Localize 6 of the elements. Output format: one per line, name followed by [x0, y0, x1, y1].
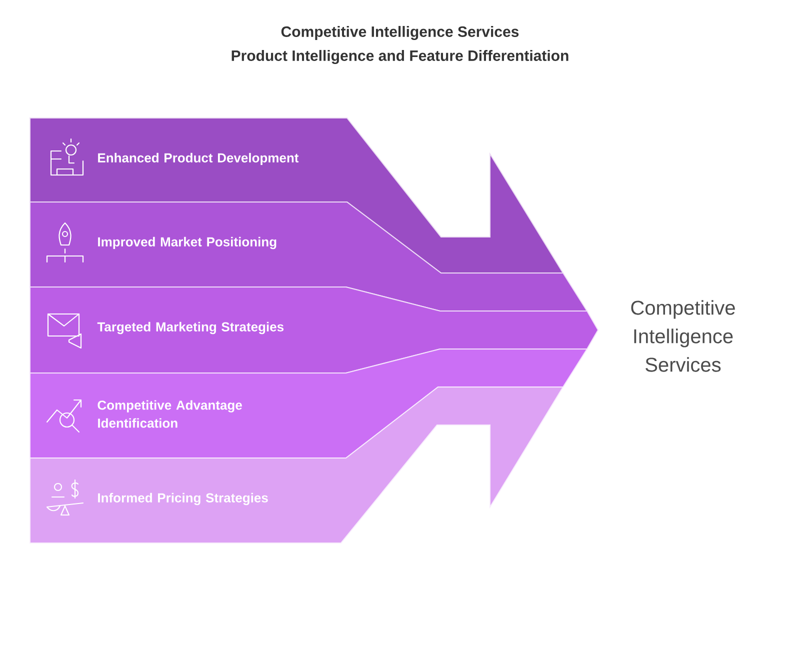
subtitle: Product Intelligence and Feature Differentiation [232, 50, 568, 64]
target-label: Competitive Intelligence Services [631, 300, 735, 372]
band: Improved Market Positioning [30, 202, 588, 312]
title: Competitive Intelligence Services [281, 26, 519, 40]
band: Targeted Marketing Strategies [30, 286, 599, 374]
band: Competitive Advantage Identification [30, 348, 588, 458]
